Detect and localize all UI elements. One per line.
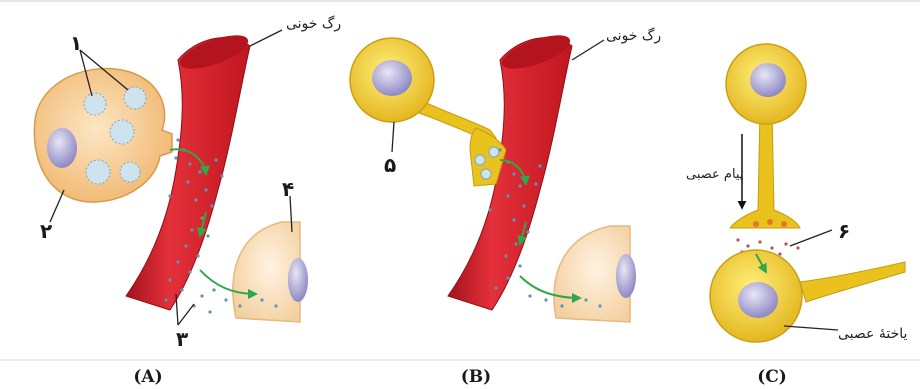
vesicle: [84, 93, 106, 115]
vesicle: [110, 120, 134, 144]
label-blood-vessel-a: رگ خونی: [286, 14, 341, 32]
gland-cell: [34, 69, 172, 203]
neuron-nucleus-c-upper: [750, 63, 786, 97]
label-number-5: ۵: [384, 153, 396, 177]
leader-line: [178, 304, 194, 325]
neuron-nucleus-c-lower: [738, 282, 778, 318]
panel-caption-b: (B): [461, 367, 491, 387]
leader-line: [250, 30, 282, 46]
label-number-2: ۲: [40, 219, 52, 243]
panel-b: ۵ رگ خونی (B): [350, 26, 661, 387]
label-number-1: ۱: [70, 31, 82, 55]
target-nucleus-b: [616, 254, 636, 298]
label-number-3: ۳: [176, 327, 188, 351]
panel-a: ۱ ۲ ۳ ۴ رگ خونی (A): [34, 14, 341, 387]
label-number-4: ۴: [282, 177, 294, 201]
neuron-nucleus-b: [372, 60, 412, 96]
label-nerve-cell: یاختهٔ عصبی: [838, 326, 907, 342]
target-cell-a: [233, 222, 308, 322]
gland-nucleus: [47, 128, 77, 168]
leader-line: [392, 122, 394, 152]
label-nerve-message: پیام عصبی: [686, 167, 744, 182]
panel-caption-a: (A): [133, 367, 162, 387]
leader-line: [790, 230, 832, 246]
vesicle: [124, 87, 146, 109]
leader-line: [784, 326, 838, 330]
target-cell-b: [554, 226, 636, 322]
secretory-neuron: [350, 38, 506, 186]
label-blood-vessel-b: رگ خونی: [606, 26, 661, 44]
vesicle: [86, 160, 110, 184]
upper-neuron: [726, 44, 806, 228]
label-number-6: ۶: [838, 219, 850, 243]
blood-vessel-b: [448, 38, 572, 310]
panel-c: پیام عصبی ۶ یاختهٔ عصبی (C): [686, 44, 907, 387]
leader-line: [572, 40, 604, 60]
target-nucleus-a: [288, 258, 308, 302]
vesicle: [120, 162, 140, 182]
leader-line: [50, 190, 64, 222]
panel-caption-c: (C): [757, 367, 787, 387]
